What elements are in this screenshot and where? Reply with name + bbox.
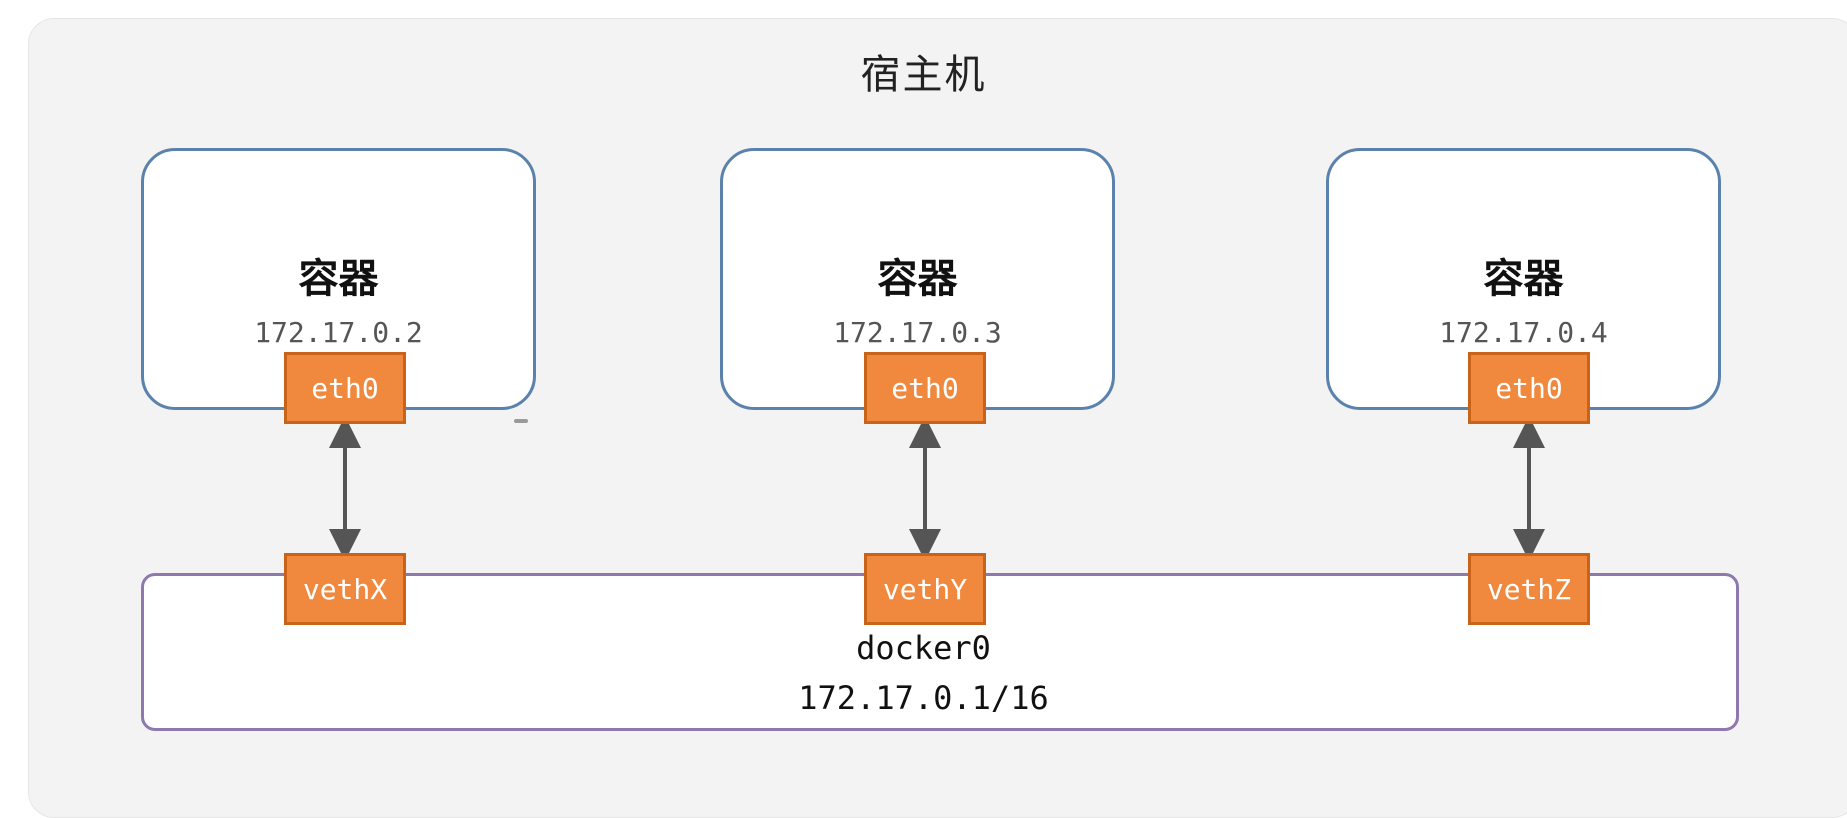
veth-interface-y: vethY	[864, 553, 986, 625]
container-ip: 172.17.0.2	[254, 316, 423, 349]
veth-interface-z: vethZ	[1468, 553, 1590, 625]
bridge-subnet: 172.17.0.1/16	[798, 679, 1049, 717]
bridge-name: docker0	[856, 629, 991, 667]
links-layer	[329, 416, 1545, 561]
host-title: 宿主机	[860, 52, 987, 98]
container-3: 容器 172.17.0.4	[1326, 148, 1721, 410]
container-label: 容器	[877, 256, 958, 302]
eth0-interface-2: eth0	[864, 352, 986, 424]
container-ip: 172.17.0.4	[1439, 316, 1608, 349]
decorative-mark	[514, 419, 528, 423]
container-label: 容器	[298, 256, 379, 302]
veth-interface-x: vethX	[284, 553, 406, 625]
container-label: 容器	[1483, 256, 1564, 302]
eth0-interface-1: eth0	[284, 352, 406, 424]
eth0-interface-3: eth0	[1468, 352, 1590, 424]
container-ip: 172.17.0.3	[833, 316, 1002, 349]
